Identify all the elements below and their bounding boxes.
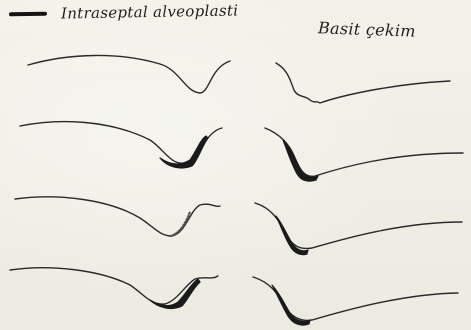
left-profile-2 [20,122,222,168]
right-profile-4 [253,277,458,325]
left-profile-1 [28,55,230,93]
right-profile-2 [265,128,463,181]
left-profile-4 [10,268,218,309]
right-profile-3 [255,203,462,255]
right-profile-1 [276,63,450,103]
left-profile-3 [15,197,220,236]
